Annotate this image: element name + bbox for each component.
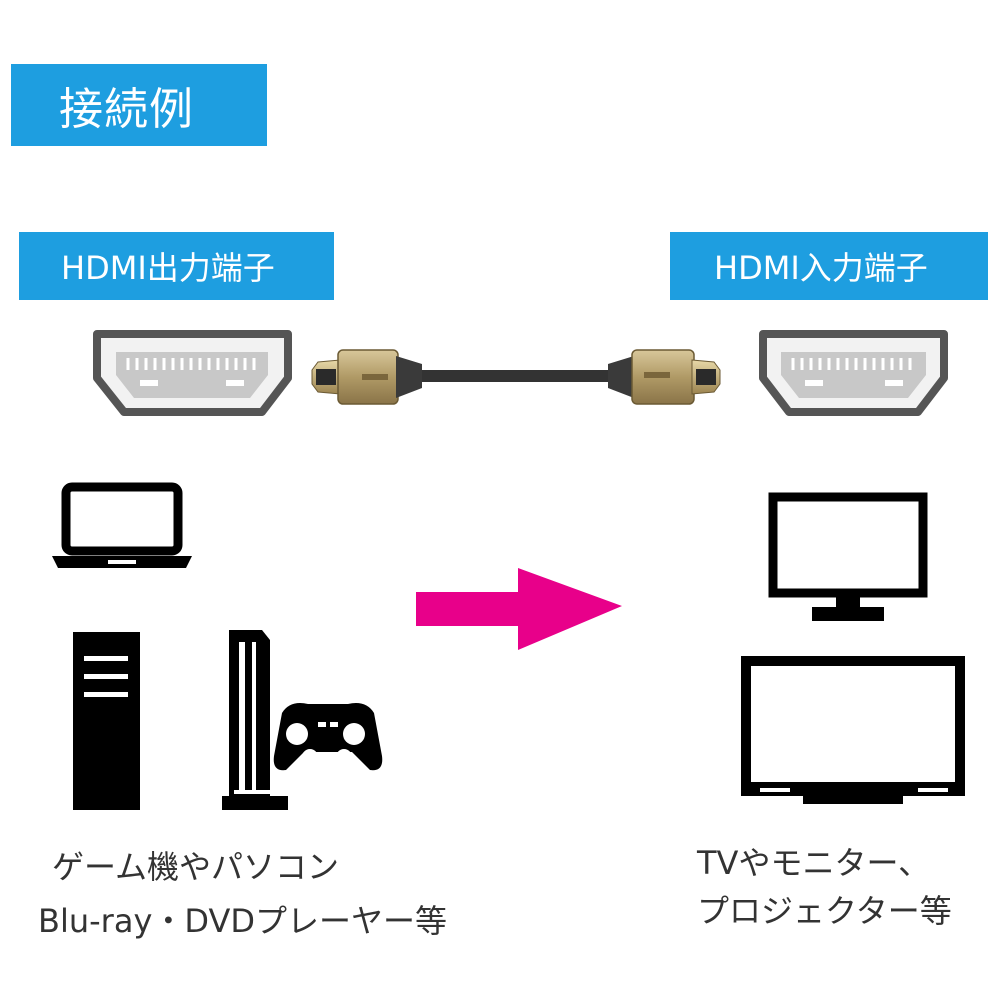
source-devices-caption-line2: Blu-ray・DVDプレーヤー等 — [38, 902, 447, 940]
output-terminal-text: HDMI出力端子 — [61, 249, 275, 287]
input-terminal-label: HDMI入力端子 — [670, 232, 988, 300]
hdmi-port-icon — [93, 330, 292, 416]
game-console-icon — [222, 630, 288, 810]
output-terminal-label: HDMI出力端子 — [19, 232, 334, 300]
hdmi-port-icon — [759, 330, 948, 416]
source-devices-caption-line1: ゲーム機やパソコン — [52, 848, 340, 886]
laptop-icon — [52, 482, 192, 568]
hdmi-cable-icon — [311, 349, 721, 405]
destination-devices-caption-line2: プロジェクター等 — [697, 892, 952, 930]
monitor-icon — [768, 492, 928, 621]
input-terminal-text: HDMI入力端子 — [714, 249, 928, 287]
section-title: 接続例 — [11, 64, 267, 146]
gamepad-icon — [273, 703, 383, 771]
destination-devices-caption-line1: TVやモニター、 — [697, 844, 931, 882]
arrow-right-icon — [416, 568, 622, 650]
desktop-tower-icon — [73, 632, 140, 810]
television-icon — [741, 656, 965, 804]
section-title-text: 接続例 — [59, 84, 194, 135]
